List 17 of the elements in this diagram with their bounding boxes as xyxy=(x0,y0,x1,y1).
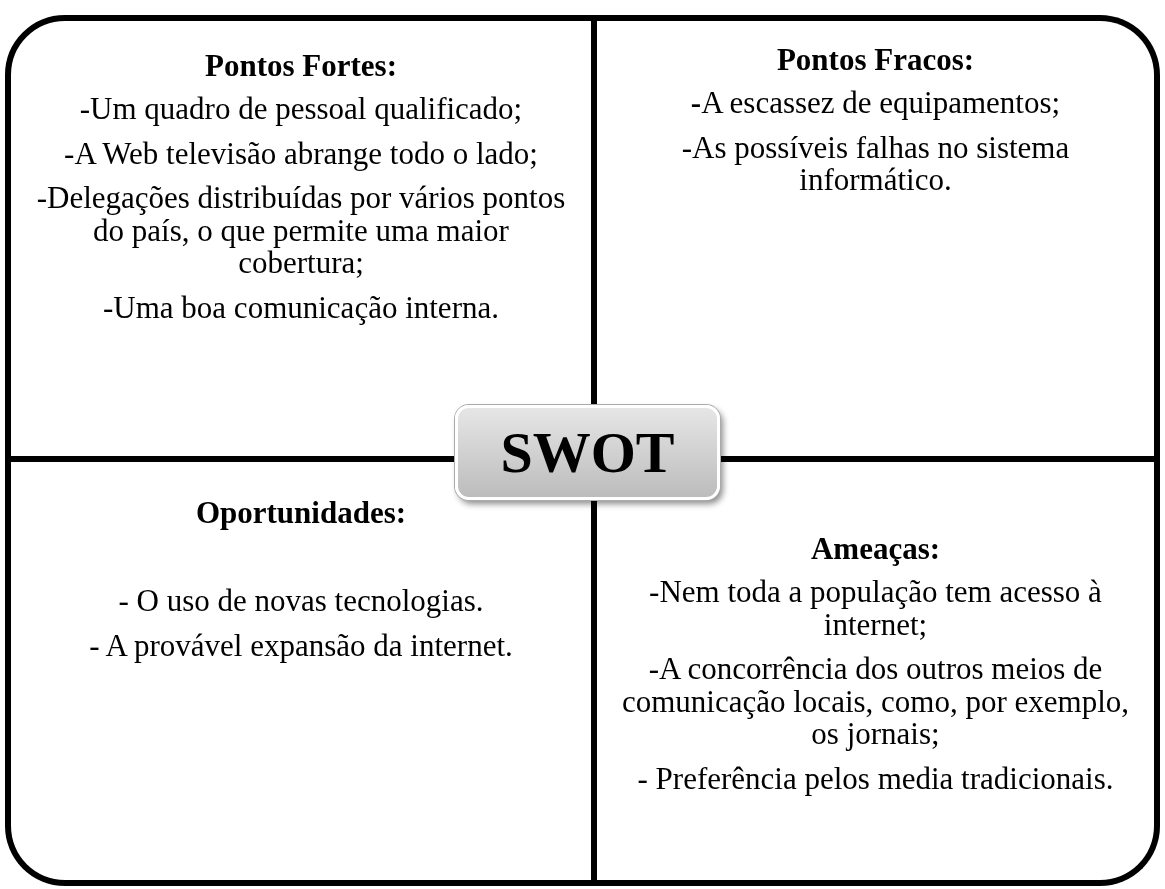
section-heading: Ameaças: xyxy=(809,532,942,567)
list-item: - A provável expansão da internet. xyxy=(88,629,514,663)
section-heading: Pontos Fracos: xyxy=(775,43,976,78)
section-heading: Oportunidades: xyxy=(194,496,408,531)
list-item: -A escassez de equipamentos; xyxy=(689,87,1062,120)
list-item: -Uma boa comunicação interna. xyxy=(102,291,500,325)
section-heading: Pontos Fortes: xyxy=(204,49,398,84)
list-item: -As possíveis falhas no sistema informático. xyxy=(680,131,1071,197)
list-item: -Um quadro de pessoal qualificado; xyxy=(78,93,524,126)
list-item: -A concorrência dos outros meios de comunicação locais, como, por exemplo, os jornais; xyxy=(621,653,1130,751)
list-item: -Nem toda a população tem acesso à internet; xyxy=(648,576,1103,642)
center-title: SWOT xyxy=(500,419,675,486)
list-item: -Delegações distribuídas por vários pontos do país, o que permite uma maior cobertura; xyxy=(35,182,567,280)
list-item: - Preferência pelos media tradicionais. xyxy=(636,762,1115,796)
list-item: - O uso de novas tecnologias. xyxy=(117,585,485,618)
center-label-box xyxy=(455,405,720,500)
list-item: -A Web televisão abrange todo o lado; xyxy=(63,137,539,171)
